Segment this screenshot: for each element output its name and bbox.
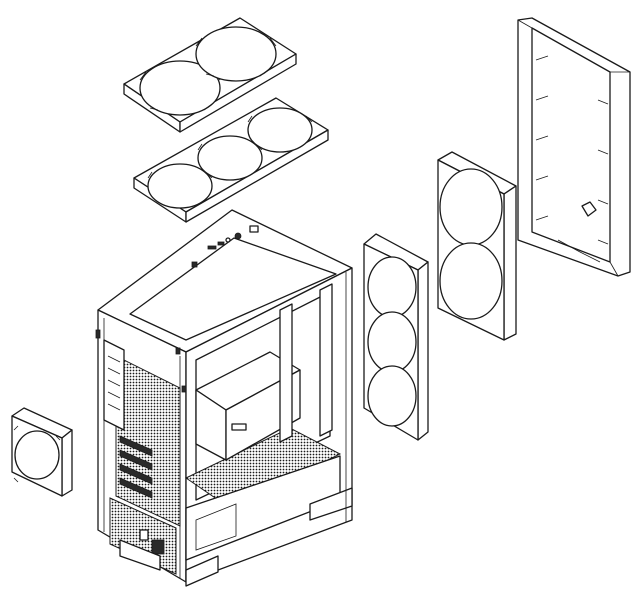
fan-icon — [367, 311, 417, 373]
fan-icon — [439, 242, 503, 320]
front-panel — [517, 17, 631, 277]
case-foot — [309, 487, 353, 521]
top-fan-bracket-3x120 — [133, 97, 329, 223]
io-port-icon — [207, 245, 217, 250]
io-port-icon — [217, 241, 225, 246]
expansion-slots — [119, 435, 153, 499]
fan-icon — [13, 425, 61, 483]
front-fan-bracket-3x120 — [363, 233, 429, 441]
front-fan-bracket-2x140 — [437, 151, 517, 341]
fan-icon — [197, 135, 263, 181]
psu-switch-icon — [151, 539, 165, 555]
pc-case — [95, 209, 353, 587]
rear-fan — [11, 407, 73, 497]
fan-icon — [367, 256, 417, 318]
fan-icon — [147, 163, 213, 209]
top-fan-bracket-2x140 — [123, 17, 297, 133]
fan-icon — [195, 26, 277, 82]
fan-icon — [439, 168, 503, 246]
fan-icon — [247, 107, 313, 153]
panel-badge-icon — [581, 201, 597, 217]
fan-icon — [367, 365, 417, 427]
power-button-icon — [234, 232, 242, 240]
